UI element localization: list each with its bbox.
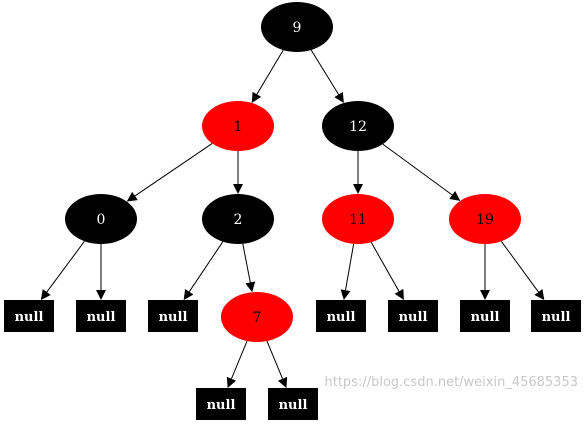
null-label: null [399,310,428,325]
node-value-label: 11 [349,212,367,228]
null-box [76,300,126,332]
tree-node-n7: 7 [221,292,293,342]
tree-node-n1: 1 [202,101,274,151]
edge-n7-l7b [266,340,288,389]
node-value-label: 7 [253,310,262,326]
watermark-text: https://blog.csdn.net/weixin_45685353 [324,375,578,390]
null-label: null [159,310,188,325]
null-box [531,300,581,332]
null-label: null [327,310,356,325]
tree-node-n11: 11 [322,194,394,244]
tree-node-n9: 9 [261,2,333,52]
null-box [196,388,246,420]
edge-n12-n19 [382,143,461,201]
nodes-layer: 9 1 12 0 2 11 19 7 null null null null null null null n… [4,2,581,420]
tree-node-n0: 0 [65,194,137,244]
null-leaf-l7b: null [268,388,318,420]
node-ellipse [202,194,274,244]
null-label: null [279,398,308,413]
node-value-label: 2 [234,212,243,228]
edge-n19-l19b [500,240,545,300]
node-value-label: 19 [476,212,494,228]
null-box [4,300,54,332]
node-value-label: 12 [349,119,367,135]
null-leaf-l19a: null [460,300,510,332]
null-box [148,300,198,332]
null-label: null [207,398,236,413]
node-ellipse [221,292,293,342]
null-leaf-l0b: null [76,300,126,332]
edges-layer [40,49,545,389]
tree-node-n2: 2 [202,194,274,244]
edge-n7-l7a [226,340,248,389]
node-value-label: 0 [97,212,106,228]
node-ellipse [202,101,274,151]
edge-n9-n12 [310,49,344,104]
null-box [268,388,318,420]
null-leaf-l11a: null [316,300,366,332]
edge-n9-n1 [251,49,284,103]
null-box [460,300,510,332]
null-leaf-l2a: null [148,300,198,332]
null-leaf-l11b: null [388,300,438,332]
node-ellipse [449,194,521,244]
null-label: null [15,310,44,325]
null-box [316,300,366,332]
node-ellipse [261,2,333,52]
edge-n2-l2a [183,241,224,301]
edge-n11-l11b [370,242,404,300]
null-leaf-l19b: null [531,300,581,332]
edge-n1-n0 [126,143,213,202]
null-label: null [471,310,500,325]
edge-n2-n7 [242,243,256,293]
edge-n0-l0a [40,240,85,300]
tree-node-n19: 19 [449,194,521,244]
null-box [388,300,438,332]
tree-node-n12: 12 [322,101,394,151]
null-leaf-l7a: null [196,388,246,420]
node-value-label: 9 [293,20,302,36]
node-ellipse [65,194,137,244]
null-leaf-l0a: null [4,300,54,332]
null-label: null [542,310,571,325]
edge-n11-l11a [340,243,355,301]
node-ellipse [322,101,394,151]
null-label: null [87,310,116,325]
node-value-label: 1 [234,119,243,135]
node-ellipse [322,194,394,244]
